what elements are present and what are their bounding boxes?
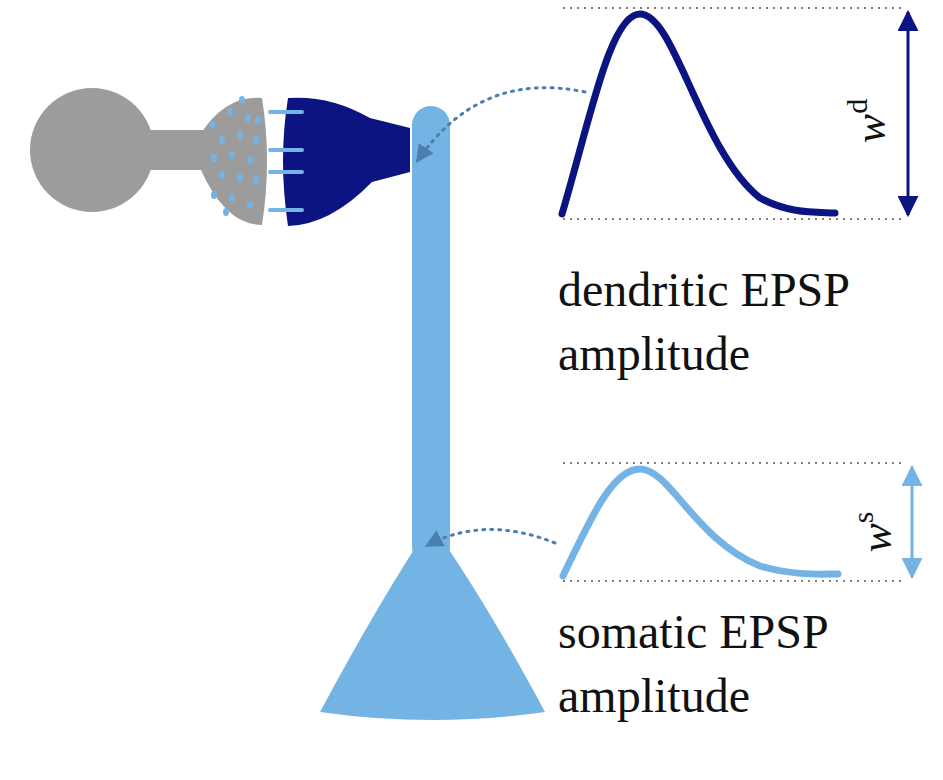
leader-line	[428, 529, 555, 545]
trace-caption: dendritic EPSP amplitude	[558, 258, 938, 386]
somatic-epsp-trace	[563, 463, 912, 581]
presynaptic-terminal	[30, 88, 267, 225]
symbol-superscript: d	[840, 99, 873, 114]
dendritic-epsp-trace	[562, 8, 908, 219]
leader-line	[418, 88, 585, 160]
amplitude-symbol: wd	[833, 99, 895, 143]
amplitude-symbol: ws	[839, 512, 901, 553]
symbol-superscript: s	[846, 512, 879, 524]
symbol-letter: w	[846, 114, 895, 143]
dendritic-spine	[270, 98, 410, 226]
trace-caption: somatic EPSP amplitude	[558, 600, 938, 728]
dendrite-soma	[320, 106, 545, 720]
symbol-letter: w	[852, 524, 901, 553]
